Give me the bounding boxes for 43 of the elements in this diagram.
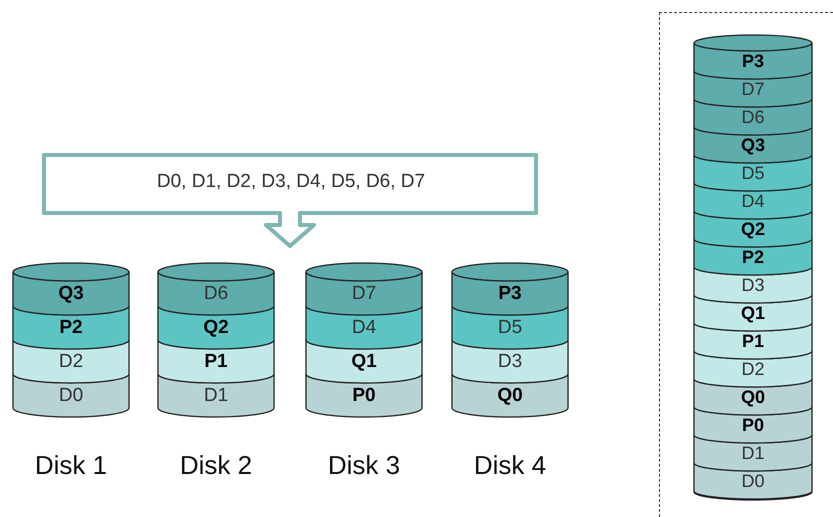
disk-segment: D0: [693, 463, 813, 500]
disk-segment: D6: [693, 99, 813, 136]
disk-segment: D0: [12, 374, 130, 418]
disk-segment: Q3: [12, 272, 130, 316]
disk-segment: P0: [693, 407, 813, 444]
disk-segment: D7: [305, 272, 423, 316]
disk-segment: D1: [157, 374, 275, 418]
disk-segment: D2: [12, 340, 130, 384]
disk-segment: P1: [157, 340, 275, 384]
disk-cylinder: [157, 262, 275, 417]
disk-segment: Q0: [451, 374, 569, 418]
dashed-frame: [659, 12, 833, 517]
disk-segment: D3: [693, 267, 813, 304]
disk-segment: D3: [451, 340, 569, 384]
disk-segment: P1: [693, 323, 813, 360]
disk-segment: D1: [693, 435, 813, 472]
disk-segment: Q2: [693, 211, 813, 248]
disk-cylinder: [451, 262, 569, 417]
disk-segment: P0: [305, 374, 423, 418]
disk-segment: D2: [693, 351, 813, 388]
disk-segment: P3: [693, 43, 813, 80]
disk-segment: D5: [451, 306, 569, 350]
callout-box: D0, D1, D2, D3, D4, D5, D6, D7: [42, 153, 540, 249]
disk-segment: D7: [693, 71, 813, 108]
disk-segment: Q1: [693, 295, 813, 332]
disk-segment: Q0: [693, 379, 813, 416]
disk-segment: Q3: [693, 127, 813, 164]
disk-label: Disk 4: [472, 450, 548, 481]
disk-label: Disk 1: [34, 450, 108, 481]
disk-cylinder: [12, 262, 130, 417]
disk-segment: P2: [12, 306, 130, 350]
disk-label: Disk 3: [326, 450, 402, 481]
disk-segment: D4: [305, 306, 423, 350]
disk-segment: D4: [693, 183, 813, 220]
disk-label: Disk 2: [178, 450, 254, 481]
disk-segment: D6: [157, 272, 275, 316]
disk-segment: P2: [693, 239, 813, 276]
disk-cylinder: [693, 34, 813, 501]
disk-segment: P3: [451, 272, 569, 316]
disk-cylinder: [305, 262, 423, 417]
disk-segment: Q1: [305, 340, 423, 384]
disk-segment: D5: [693, 155, 813, 192]
disk-segment: Q2: [157, 306, 275, 350]
